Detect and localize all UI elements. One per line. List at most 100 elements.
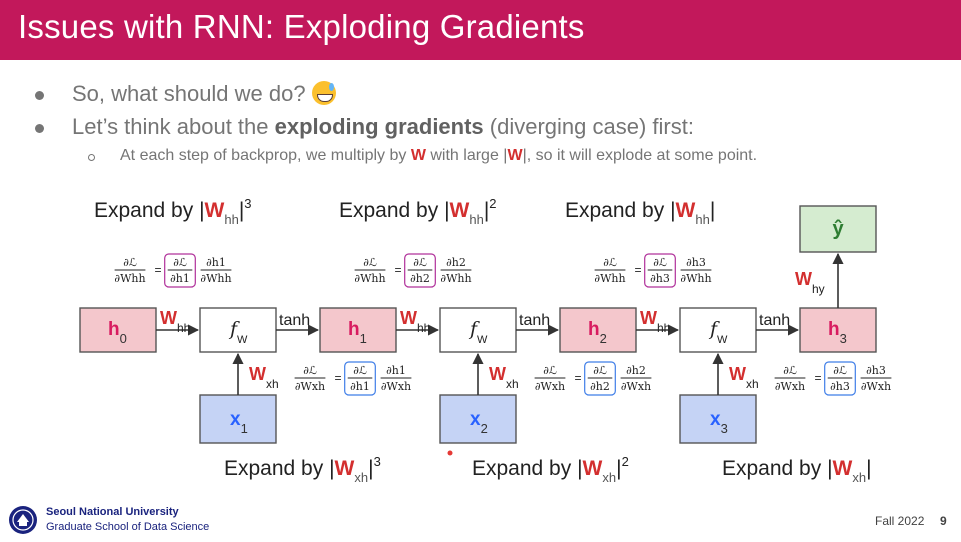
input-label-x3: x3 — [710, 409, 728, 436]
hidden-state-box-h3 — [799, 307, 877, 353]
wxh-gradient-equation-mid-highlight — [584, 361, 616, 396]
whh-gradient-equation-rhs-part: ∂h3 — [686, 256, 706, 269]
wxh-gradient-equation-mid-part: ∂ℒ — [833, 364, 847, 377]
wxh-gradient-equation-lhs-part: ∂Wxh — [535, 380, 565, 393]
wxh-gradient-equation-lhs-part: ∂Wxh — [295, 380, 325, 393]
bullet-2-pre: Let’s think about the — [72, 114, 275, 139]
wxh-gradient-equation-mid-part: ∂ℒ — [353, 364, 367, 377]
whh-gradient-equation-lhs-part: ∂Whh — [354, 272, 385, 285]
whh-gradient-equation-lhs-part: ∂Whh — [594, 272, 625, 285]
whh-gradient-equation-lhs: ∂ℒ ∂Whh — [114, 256, 145, 285]
bullet-1-text: So, what should we do? — [72, 81, 306, 106]
whh-gradient-equation-mid-highlight — [404, 253, 436, 288]
wxh-gradient-equation-equals: = — [574, 371, 581, 385]
wxh-gradient-equation-rhs: ∂h3∂Wxh — [860, 364, 892, 393]
tanh-label: tanh — [759, 312, 790, 329]
top-expand-label: Expand by |Whh| — [565, 199, 715, 227]
wxh-label: Wxh — [249, 364, 279, 391]
wxh-gradient-equation-mid-highlight — [824, 361, 856, 396]
sub-bullet-mid: with large | — [425, 147, 508, 164]
slide-title: Issues with RNN: Exploding Gradients — [18, 8, 585, 45]
whh-gradient-equation-lhs-part: ∂ℒ — [123, 256, 137, 269]
wxh-gradient-equation-mid-part: ∂h3 — [830, 380, 850, 393]
whh-gradient-equation-mid: ∂ℒ ∂h1 — [164, 253, 196, 288]
snu-logo-icon — [9, 506, 37, 534]
whh-label: Whh — [400, 308, 430, 335]
whh-gradient-equation-rhs: ∂h1 ∂Whh — [200, 256, 231, 285]
bottom-expand-label: Expand by |Wxh|3 — [224, 454, 381, 485]
whh-gradient-equation-mid-part: ∂ℒ — [653, 256, 667, 269]
whh-gradient-equation-rhs: ∂h3 ∂Whh — [680, 256, 711, 285]
wxh-gradient-equation-mid: ∂ℒ ∂h2 — [584, 361, 616, 396]
whh-gradient-equation-rhs-part: ∂Whh — [440, 272, 471, 285]
title-bar: Issues with RNN: Exploding Gradients — [0, 0, 961, 60]
input-label-x2: x2 — [470, 409, 488, 436]
wxh-gradient-equation-lhs: ∂ℒ∂Wxh — [774, 364, 806, 393]
output-box — [799, 205, 877, 253]
bottom-expand-label: Expand by |Wxh|2 — [472, 454, 629, 485]
sub-bullet: At each step of backprop, we multiply by… — [120, 147, 757, 165]
whh-gradient-equation-lhs-part: ∂Whh — [114, 272, 145, 285]
bullet-2-post: (diverging case) first: — [483, 114, 694, 139]
cursor-dot — [447, 450, 453, 456]
wxh-gradient-equation-lhs-part: ∂ℒ — [543, 364, 557, 377]
tanh-label: tanh — [279, 312, 310, 329]
wxh-gradient-equation-lhs: ∂ℒ∂Wxh — [294, 364, 326, 393]
whh-gradient-equation-rhs-part: ∂Whh — [200, 272, 231, 285]
sub-bullet-w2: W — [507, 147, 523, 164]
whh-gradient-equation-mid-part: ∂ℒ — [413, 256, 427, 269]
bullet-dot — [35, 91, 44, 100]
whh-gradient-equation-mid-part: ∂h1 — [170, 272, 190, 285]
wxh-gradient-equation-lhs-part: ∂Wxh — [775, 380, 805, 393]
bullet-2: Let’s think about the exploding gradient… — [72, 114, 694, 140]
footer-school: Graduate School of Data Science — [46, 521, 210, 533]
wxh-label: Wxh — [729, 364, 759, 391]
bottom-expand-label: Expand by |Wxh| — [722, 457, 872, 485]
input-label-x1: x1 — [230, 409, 248, 436]
top-expand-label: Expand by |Whh|3 — [94, 196, 252, 227]
whh-gradient-equation-rhs-part: ∂Whh — [680, 272, 711, 285]
whh-gradient-equation-mid-highlight — [164, 253, 196, 288]
whh-gradient-equation-equals: = — [634, 263, 641, 277]
bullet-1: So, what should we do? — [72, 81, 336, 107]
wxh-gradient-equation-equals: = — [334, 371, 341, 385]
input-box-x3 — [679, 394, 757, 444]
whh-gradient-equation-equals: = — [394, 263, 401, 277]
wxh-gradient-equation-rhs-part: ∂h1 — [386, 364, 406, 377]
output-label: ŷ — [832, 218, 844, 240]
function-box — [199, 307, 277, 353]
function-label: fW — [228, 318, 248, 346]
wxh-gradient-equation-lhs: ∂ℒ ∂Wxh — [534, 364, 566, 393]
sweat-smile-emoji-icon — [311, 81, 336, 105]
input-box-x1 — [199, 394, 277, 444]
whh-gradient-equation-mid: ∂ℒ∂h3 — [644, 253, 676, 288]
wxh-label: Wxh — [489, 364, 519, 391]
wxh-gradient-equation-mid-part: ∂ℒ — [593, 364, 607, 377]
footer-university: Seoul National University — [46, 506, 179, 518]
whh-gradient-equation-lhs-part: ∂ℒ — [603, 256, 617, 269]
whh-gradient-equation-rhs-part: ∂h1 — [206, 256, 226, 269]
sub-bullet-w: W — [410, 147, 426, 164]
wxh-gradient-equation-mid-part: ∂h1 — [350, 380, 370, 393]
whh-gradient-equation-mid-part: ∂ℒ — [173, 256, 187, 269]
bullet-dot — [35, 124, 44, 133]
function-label: fW — [708, 318, 728, 346]
whh-gradient-equation-mid-highlight — [644, 253, 676, 288]
wxh-gradient-equation-rhs-part: ∂Wxh — [381, 380, 411, 393]
wxh-gradient-equation-rhs-part: ∂Wxh — [861, 380, 891, 393]
hidden-state-label-h1: h1 — [348, 319, 367, 346]
hidden-state-label-h0: h0 — [108, 319, 127, 346]
whh-gradient-equation-rhs: ∂h2∂Whh — [440, 256, 471, 285]
whh-gradient-equation-equals: = — [154, 263, 161, 277]
whh-label: Whh — [160, 308, 190, 335]
wxh-gradient-equation-mid: ∂ℒ ∂h1 — [344, 361, 376, 396]
top-expand-label: Expand by |Whh|2 — [339, 196, 497, 227]
function-box — [439, 307, 517, 353]
wxh-gradient-equation-mid-part: ∂h2 — [590, 380, 610, 393]
whh-gradient-equation-lhs-part: ∂ℒ — [363, 256, 377, 269]
whh-label: Whh — [640, 308, 670, 335]
function-box — [679, 307, 757, 353]
input-box-x2 — [439, 394, 517, 444]
whh-gradient-equation-lhs: ∂ℒ ∂Whh — [594, 256, 625, 285]
